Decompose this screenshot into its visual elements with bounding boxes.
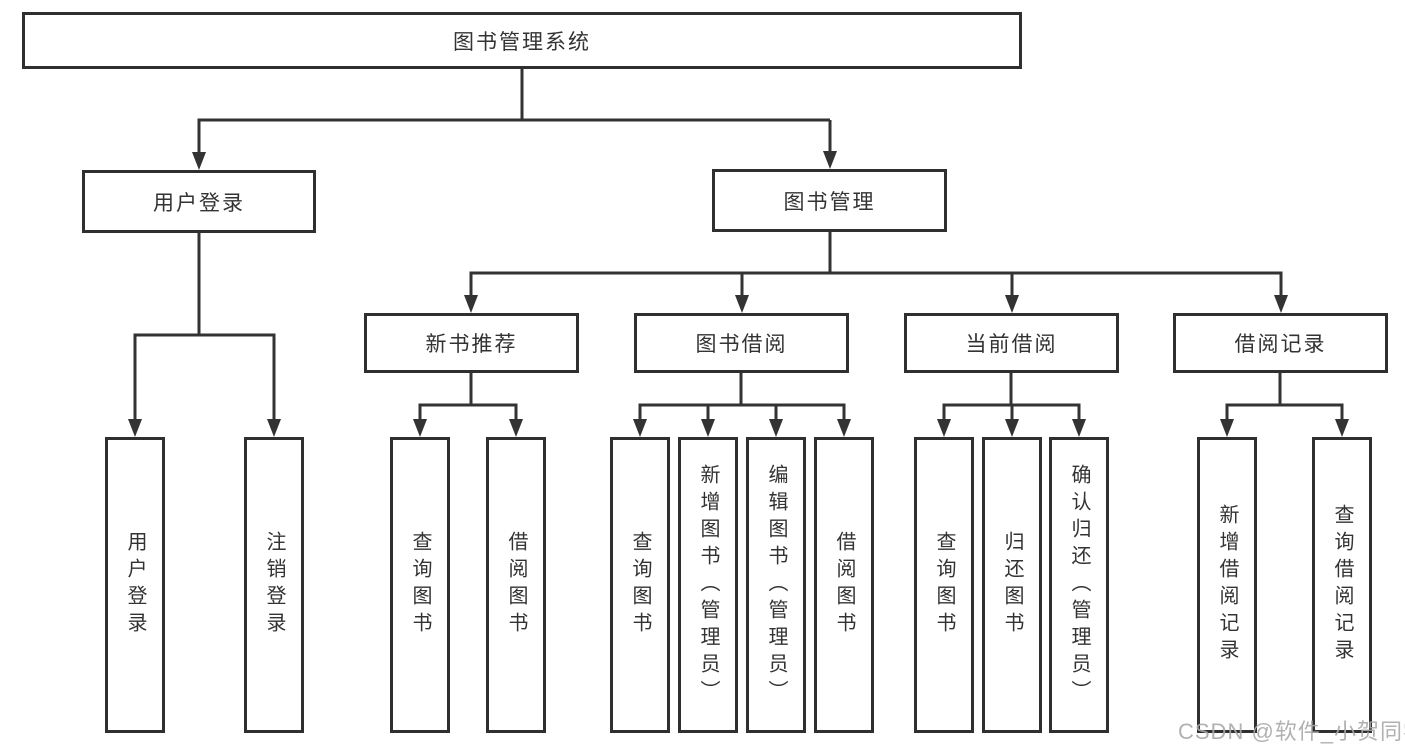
leaf-add-book-admin-label: 新增图书（管理员） — [697, 463, 719, 707]
leaf-confirm-return-admin-label: 确认归还（管理员） — [1068, 463, 1090, 707]
leaf-add-borrow-record: 新增借阅记录 — [1197, 437, 1257, 733]
node-book-borrow: 图书借阅 — [634, 313, 849, 373]
node-book-management: 图书管理 — [712, 169, 947, 232]
node-user-login-label: 用户登录 — [153, 191, 245, 215]
node-borrow-record: 借阅记录 — [1173, 313, 1388, 373]
leaf-query-borrow-record-label: 查询借阅记录 — [1331, 504, 1353, 666]
node-current-borrow: 当前借阅 — [904, 313, 1119, 373]
leaf-borrow-book-1: 借阅图书 — [486, 437, 546, 733]
leaf-return-book: 归还图书 — [982, 437, 1042, 733]
node-library-system-label: 图书管理系统 — [453, 30, 591, 54]
node-new-book-recommend-label: 新书推荐 — [425, 333, 518, 356]
leaf-logout: 注销登录 — [244, 437, 304, 733]
leaf-borrow-book-2-label: 借阅图书 — [833, 531, 855, 639]
leaf-edit-book-admin-label: 编辑图书（管理员） — [765, 463, 787, 707]
leaf-query-book-2-label: 查询图书 — [629, 531, 651, 639]
leaf-query-borrow-record: 查询借阅记录 — [1312, 437, 1372, 733]
node-borrow-record-label: 借阅记录 — [1234, 333, 1327, 356]
leaf-query-book-3: 查询图书 — [914, 437, 974, 733]
leaf-confirm-return-admin: 确认归还（管理员） — [1049, 437, 1109, 733]
leaf-query-book-2: 查询图书 — [610, 437, 670, 733]
leaf-query-book-1: 查询图书 — [390, 437, 450, 733]
leaf-query-book-3-label: 查询图书 — [933, 531, 955, 639]
leaf-edit-book-admin: 编辑图书（管理员） — [746, 437, 806, 733]
node-book-management-label: 图书管理 — [783, 190, 876, 214]
leaf-query-book-1-label: 查询图书 — [409, 531, 431, 639]
leaf-borrow-book-2: 借阅图书 — [814, 437, 874, 733]
node-user-login: 用户登录 — [82, 170, 316, 233]
leaf-add-book-admin: 新增图书（管理员） — [678, 437, 738, 733]
leaf-borrow-book-1-label: 借阅图书 — [505, 531, 527, 639]
node-new-book-recommend: 新书推荐 — [364, 313, 579, 373]
leaf-logout-label: 注销登录 — [263, 531, 285, 639]
node-library-system: 图书管理系统 — [22, 12, 1022, 69]
node-book-borrow-label: 图书借阅 — [695, 333, 788, 356]
node-current-borrow-label: 当前借阅 — [965, 333, 1058, 356]
leaf-user-login-label: 用户登录 — [124, 531, 146, 639]
leaf-user-login: 用户登录 — [105, 437, 165, 733]
leaf-add-borrow-record-label: 新增借阅记录 — [1216, 504, 1238, 666]
leaf-return-book-label: 归还图书 — [1001, 531, 1023, 639]
